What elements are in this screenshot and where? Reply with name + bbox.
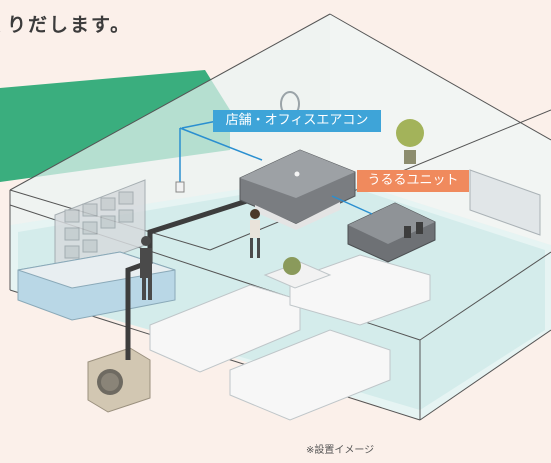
bookshelf: [54, 179, 146, 279]
remote-controller: [175, 181, 185, 193]
heading-line-2: くりだします。: [0, 14, 132, 36]
back-wall-left: [10, 14, 330, 225]
person-walking: [250, 209, 260, 258]
heading: くりだします。: [0, 12, 166, 38]
person-standing: [140, 236, 152, 300]
potted-tree: [396, 119, 424, 147]
installation-caption: ※設置イメージ: [306, 445, 375, 456]
ceiling-aircon-unit: [239, 149, 356, 230]
outdoor-unit: [87, 347, 151, 413]
label-ururu-unit: うるるユニット: [357, 170, 469, 192]
label-shop-office-aircon: 店舗・オフィスエアコン: [213, 110, 381, 132]
right-shelves: [469, 169, 541, 236]
ururu-unit: [347, 202, 436, 263]
table-plant: [283, 257, 301, 275]
